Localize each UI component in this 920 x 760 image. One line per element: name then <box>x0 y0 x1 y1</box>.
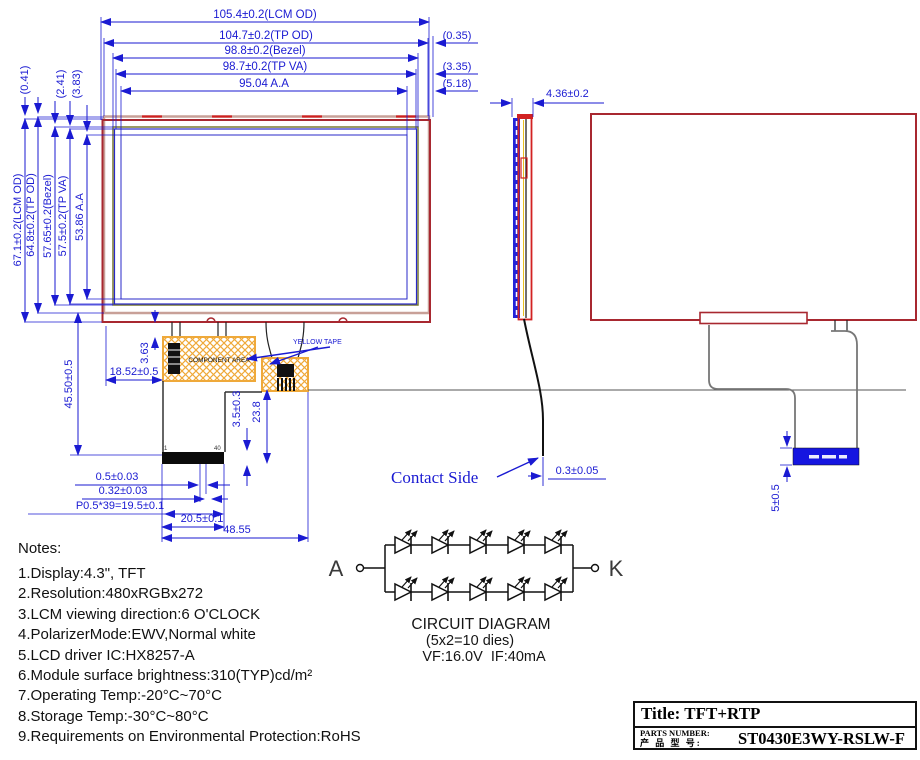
dim-active-area-height: 53.86 A.A <box>74 192 86 240</box>
dim-thickness: 4.36±0.2 <box>546 88 589 100</box>
yellow-tape-label: YELLOW TAPE <box>293 339 342 346</box>
dim-tip-thickness: 0.3±0.05 <box>556 465 599 477</box>
side-glass-stack <box>513 118 520 318</box>
back-conn-extension-lines <box>780 447 792 466</box>
bezel-rect <box>112 126 419 306</box>
dim-conn-drop: 23.8 <box>251 401 263 422</box>
offset-arrow-stubs <box>21 97 91 132</box>
ic-symbol <box>168 343 180 374</box>
note-item: 4.PolarizerMode:EWV,Normal white <box>18 626 256 644</box>
parts-number-label-cn: 产 品 型 号: <box>640 738 702 748</box>
drawing-title: Title: TFT+RTP <box>635 703 915 728</box>
note-item: 2.Resolution:480xRGBx272 <box>18 585 204 603</box>
dim-lcm-od-width: 105.4±0.2(LCM OD) <box>213 9 317 21</box>
note-item: 7.Operating Temp:-20°C~70°C <box>18 687 222 705</box>
circuit-ratings: VF:16.0V IF:40mA <box>422 649 546 665</box>
dim-tp-va-width: 98.7±0.2(TP VA) <box>223 61 308 73</box>
offset-3-83: (3.83) <box>71 70 83 99</box>
dim-strip-height: 3.5±0.3 <box>231 391 243 428</box>
dim-fpc-width: 48.55 <box>223 524 251 536</box>
contact-side-leader <box>496 457 539 478</box>
fpc-front: COMPONENT AREA YELLOW TAPE 1 40 <box>162 321 906 464</box>
back-view: 5±0.5 <box>590 113 917 512</box>
top-dimensions: 105.4±0.2(LCM OD) 104.7±0.2(TP OD) 98.8±… <box>100 9 478 135</box>
fpc-dimensions: 45.50±0.5 18.52±0.5 3.63 3.5±0.3 23.8 0.… <box>28 310 309 542</box>
ic-stripes <box>168 349 180 365</box>
fpc-contact-strip <box>162 452 224 464</box>
pin-40-label: 40 <box>214 446 221 452</box>
dim-tp-va-height: 57.5±0.2(TP VA) <box>57 176 69 257</box>
parts-number-labels: PARTS NUMBER: 产 品 型 号: <box>635 729 728 749</box>
dim-connector-height: 5±0.5 <box>770 484 782 511</box>
note-item: 6.Module surface brightness:310(TYP)cd/m… <box>18 667 313 685</box>
title-block: Title: TFT+RTP PARTS NUMBER: 产 品 型 号: ST… <box>633 701 917 750</box>
bottom-notches <box>206 317 348 323</box>
back-fpc-left-edge <box>708 325 796 448</box>
dim-fpc-offset: 18.52±0.5 <box>110 366 159 378</box>
fpc-tail-outline <box>162 381 262 452</box>
dim-active-area-width: 95.04 A.A <box>239 78 289 90</box>
back-fpc-slot <box>699 311 808 325</box>
note-item: 8.Storage Temp:-30°C~80°C <box>18 707 209 725</box>
anode-label: A <box>329 556 344 581</box>
circuit-diagram: A K CIRCUIT DIAGRAM (5x2=10 dies) VF:16.… <box>329 530 624 665</box>
back-fpc-right-edge <box>831 330 858 449</box>
dim-tp-od-width: 104.7±0.2(TP OD) <box>219 30 313 42</box>
left-dimensions: 67.1±0.2(LCM OD) 64.8±0.2(TP OD) 57.65±0… <box>12 66 121 323</box>
tp-va-rect <box>113 128 418 305</box>
side-red-outline <box>517 116 533 321</box>
yellow-tape-leader-1 <box>246 346 331 362</box>
dim-strip-width: 20.5±0.1 <box>181 513 224 525</box>
note-item: 9.Requirements on Environmental Protecti… <box>18 728 361 746</box>
left-extension-lines <box>24 116 121 323</box>
dim-lcm-od-height: 67.1±0.2(LCM OD) <box>12 174 24 267</box>
offset-0-35: (0.35) <box>443 30 472 42</box>
parts-number-label-en: PARTS NUMBER: <box>640 728 710 738</box>
offset-3-35: (3.35) <box>443 61 472 73</box>
offset-5-18: (5.18) <box>443 78 472 90</box>
pin-1-label: 1 <box>164 446 168 452</box>
dim-bezel-height: 57.65±0.2(Bezel) <box>42 174 54 258</box>
fpc-connector-symbol <box>277 364 294 377</box>
dim-tail-length: 45.50±0.5 <box>63 360 75 409</box>
offset-2-41: (2.41) <box>55 70 67 99</box>
dim-gap-3-63: 3.63 <box>139 342 151 363</box>
back-outline-rect <box>590 113 917 321</box>
dim-tp-od-height: 64.8±0.2(TP OD) <box>25 173 37 256</box>
front-view <box>101 115 431 323</box>
dim-pin-gap: 0.32±0.03 <box>99 485 148 497</box>
circuit-title: CIRCUIT DIAGRAM <box>411 616 550 633</box>
note-item: 5.LCD driver IC:HX8257-A <box>18 646 195 664</box>
dim-pin-width: 0.5±0.03 <box>96 471 139 483</box>
side-view: 4.36±0.2 Contact Side 0.3±0.05 <box>391 88 606 487</box>
notes-heading: Notes: <box>18 540 62 557</box>
note-item: 3.LCM viewing direction:6 O'CLOCK <box>18 605 261 623</box>
note-item: 1.Display:4.3", TFT <box>18 565 146 582</box>
side-fpc-tail <box>523 318 544 456</box>
anode-terminal <box>355 563 365 573</box>
fpc-stub-lines <box>171 321 305 359</box>
cathode-label: K <box>609 556 624 581</box>
connector-stamp-marks <box>809 455 847 459</box>
side-small-red-rect <box>520 157 528 179</box>
dim-bezel-width: 98.8±0.2(Bezel) <box>224 45 305 57</box>
notes-block: Notes: 1.Display:4.3", TFT 2.Resolution:… <box>18 540 361 748</box>
cathode-terminal <box>590 563 600 573</box>
dim-pitch: P0.5*39=19.5±0.1 <box>76 500 164 512</box>
contact-side-label: Contact Side <box>391 468 478 487</box>
offset-0-41: (0.41) <box>19 66 31 95</box>
yellow-tape-leader-2 <box>269 346 319 365</box>
circuit-dies: (5x2=10 dies) <box>426 633 514 649</box>
active-area-rect <box>120 134 408 300</box>
parts-number-value: ST0430E3WY-RSLW-F <box>738 729 905 748</box>
side-top-cap <box>517 114 533 119</box>
connector-comb-pins <box>277 378 295 391</box>
top-extension-lines <box>100 17 434 135</box>
component-area-label: COMPONENT AREA <box>188 357 250 364</box>
